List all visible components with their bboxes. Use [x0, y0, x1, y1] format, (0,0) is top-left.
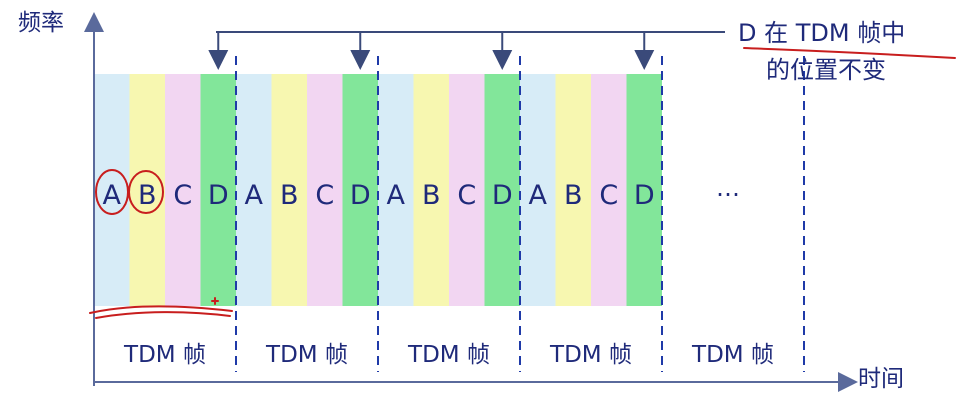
x-axis-label: 时间: [858, 366, 904, 392]
slot-b-frame-2: [271, 74, 307, 306]
slot-label-b: B: [138, 180, 157, 211]
frame-label: TDM 帧: [691, 342, 774, 368]
slot-a-frame-2: [236, 74, 272, 306]
frame-label: TDM 帧: [549, 342, 632, 368]
slot-d-frame-3: [484, 74, 520, 306]
slot-label-b: B: [564, 180, 583, 211]
slot-b-frame-1: [129, 74, 165, 306]
slot-label-a: A: [387, 180, 406, 211]
frame-boundaries: [235, 56, 805, 372]
slot-label-d: D: [634, 180, 655, 211]
frame-label: TDM 帧: [407, 342, 490, 368]
slot-label-d: D: [492, 180, 513, 211]
frame-labels: TDM 帧 TDM 帧 TDM 帧 TDM 帧 TDM 帧: [123, 342, 774, 368]
note-line-1: D 在 TDM 帧中: [738, 19, 905, 47]
slot-label-c: C: [599, 180, 618, 211]
slot-b-frame-4: [555, 74, 591, 306]
bottom-stroke-annotation-2: [95, 311, 231, 319]
slot-label-d: D: [208, 180, 229, 211]
slot-label-d: D: [350, 180, 371, 211]
slot-label-b: B: [280, 180, 299, 211]
slot-d-frame-4: [626, 74, 662, 306]
bottom-stroke-annotation: [89, 305, 233, 314]
slot-c-frame-4: [591, 74, 627, 306]
slot-a-frame-1: [94, 74, 130, 306]
slot-label-a: A: [529, 180, 548, 211]
slot-label-c: C: [173, 180, 192, 211]
frame-label: TDM 帧: [123, 342, 206, 368]
continuation-dots: …: [716, 174, 740, 202]
frame-label: TDM 帧: [265, 342, 348, 368]
slot-c-frame-1: [165, 74, 201, 306]
d-position-bracket: [208, 31, 725, 70]
slot-a-frame-4: [520, 74, 556, 306]
underline-annotation: [743, 47, 956, 59]
slot-d-frame-1: [200, 74, 236, 306]
slot-a-frame-3: [378, 74, 414, 306]
slot-d-frame-2: [342, 74, 378, 306]
slot-c-frame-2: [307, 74, 343, 306]
circle-b-annotation: [128, 170, 164, 214]
slot-label-c: C: [315, 180, 334, 211]
red-annotations: [89, 47, 956, 319]
y-axis-label: 频率: [18, 10, 64, 36]
slot-label-b: B: [422, 180, 441, 211]
slot-label-a: A: [245, 180, 264, 211]
slot-c-frame-3: [449, 74, 485, 306]
slot-label-a: A: [103, 180, 122, 211]
note-line-2: 的位置不变: [766, 56, 886, 84]
slot-b-frame-3: [413, 74, 449, 306]
slot-label-c: C: [457, 180, 476, 211]
